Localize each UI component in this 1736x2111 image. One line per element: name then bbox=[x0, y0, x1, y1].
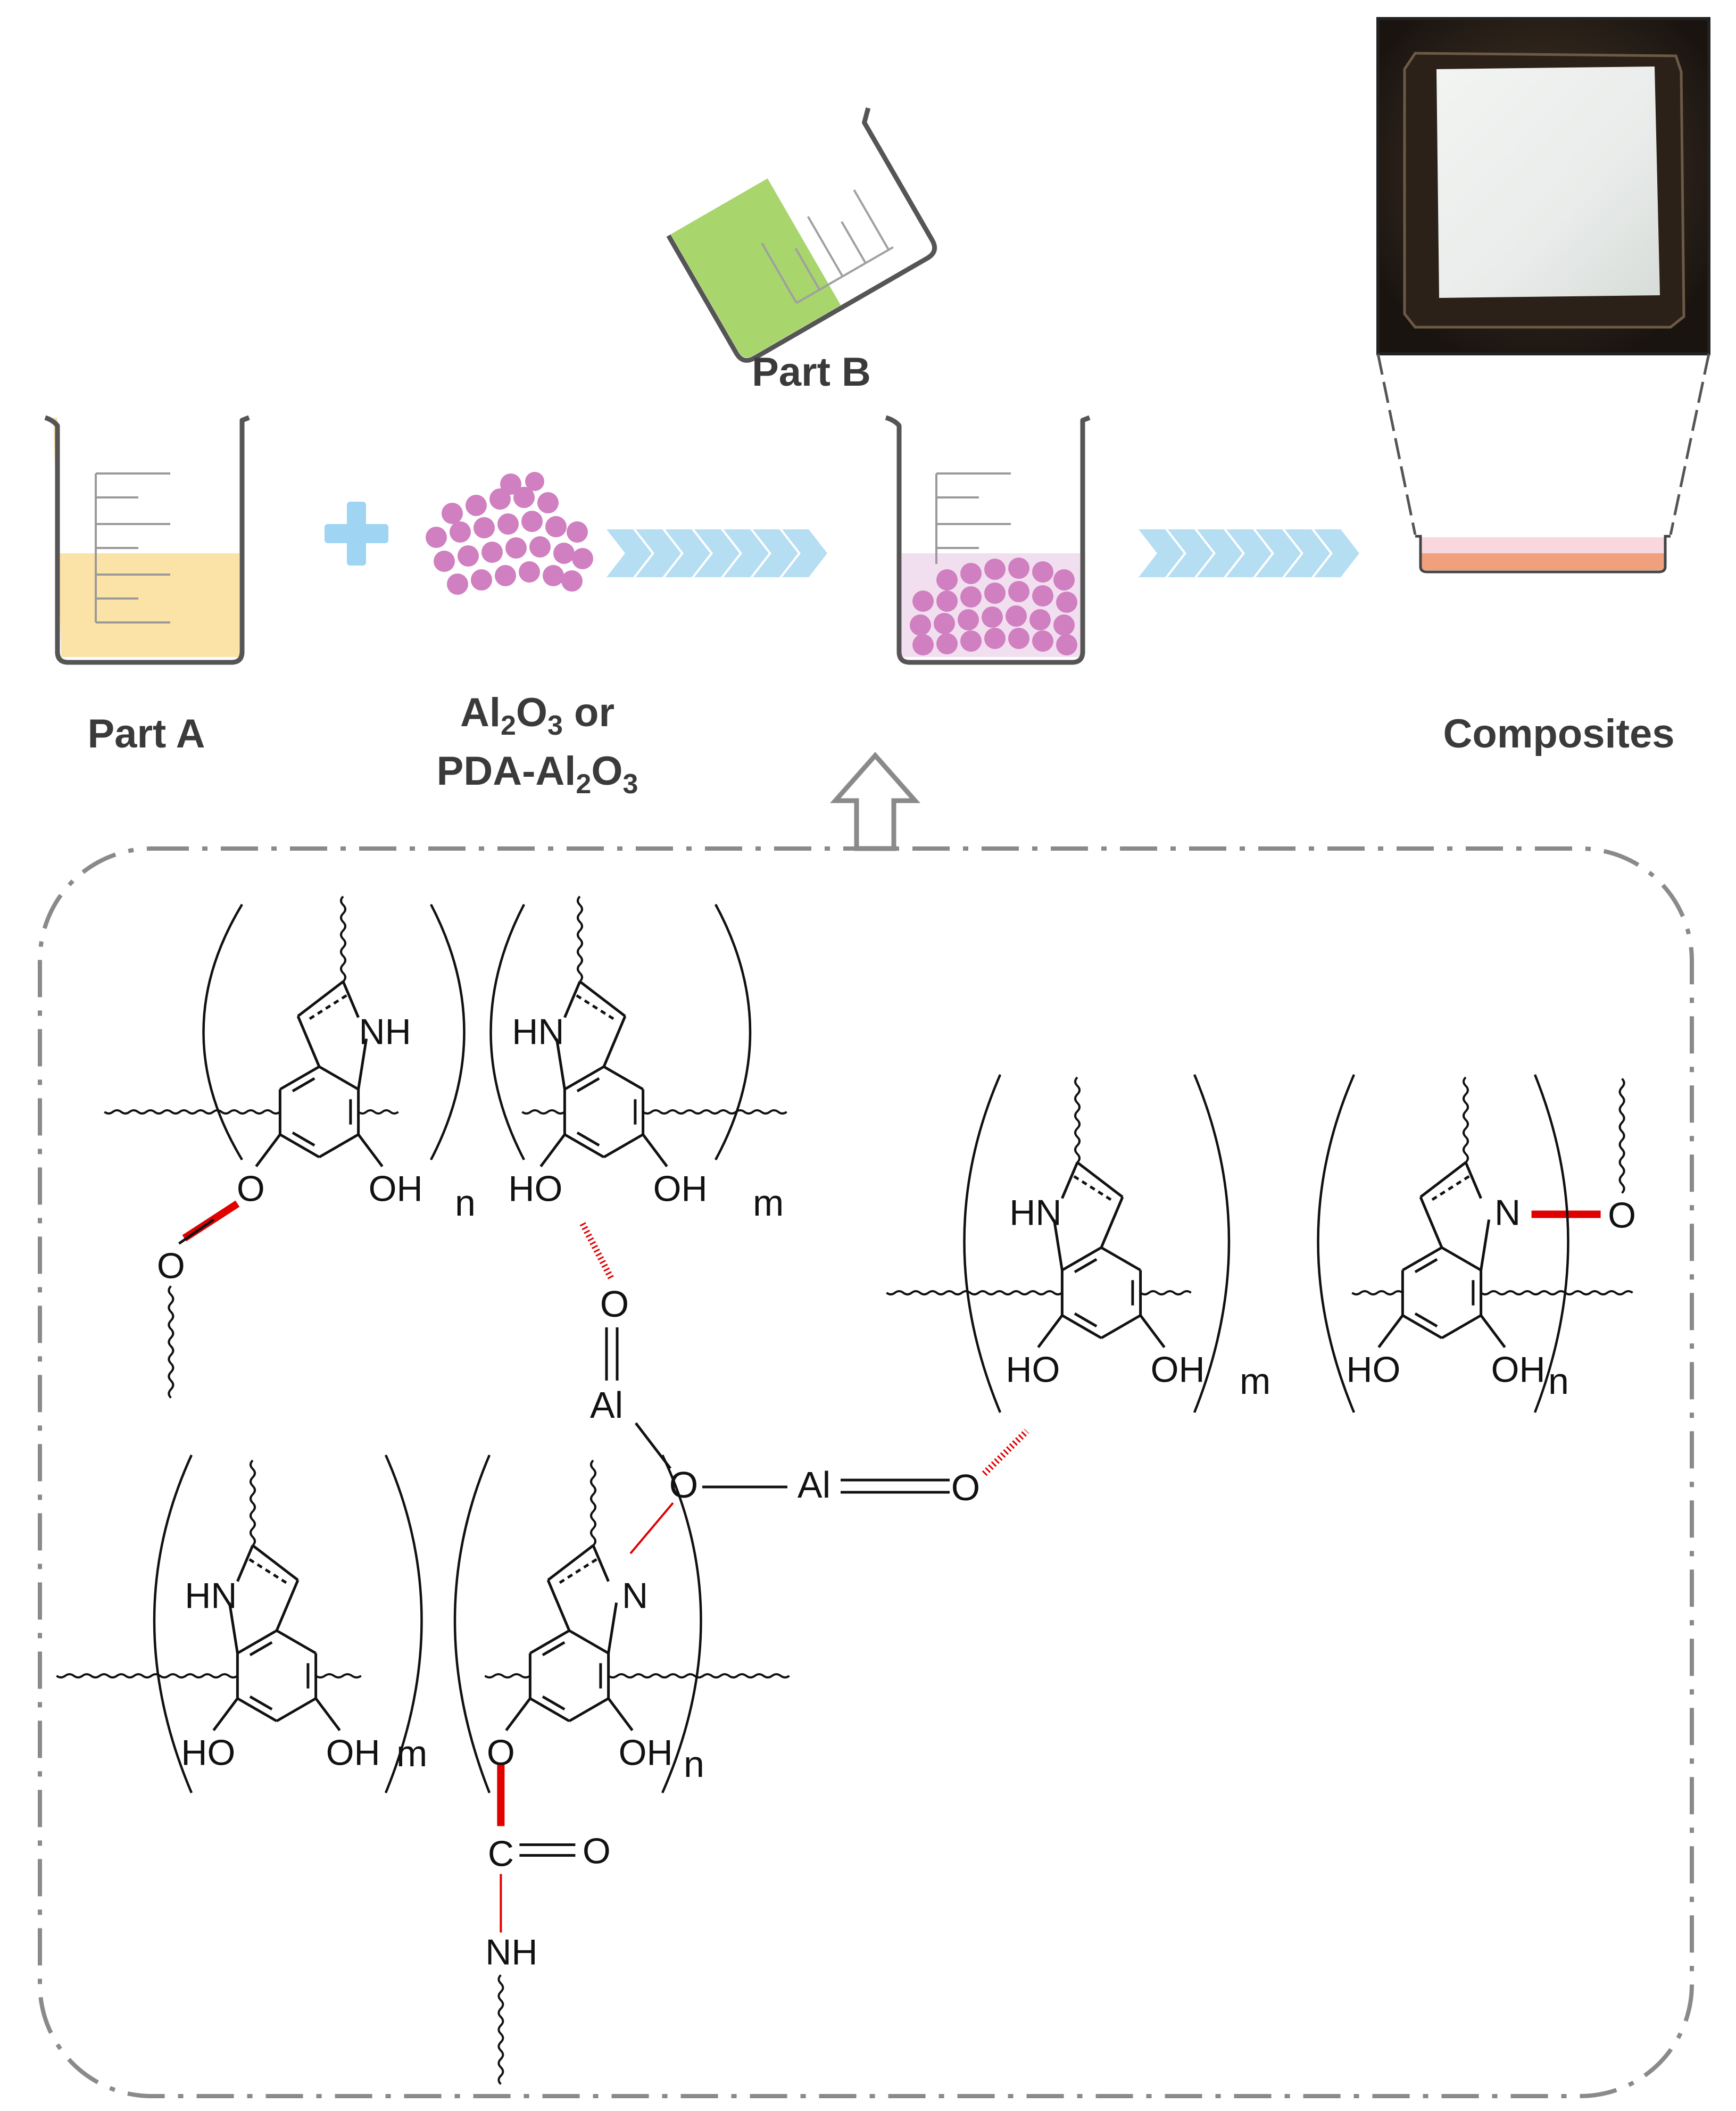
sub-m: m bbox=[396, 1733, 427, 1774]
beaker-part-b bbox=[666, 107, 937, 363]
hydroxyl: OH bbox=[369, 1169, 423, 1209]
sub-n: n bbox=[455, 1182, 476, 1224]
mechanism-frame bbox=[38, 846, 1694, 2098]
sub-m: m bbox=[753, 1182, 784, 1224]
zoom-lines bbox=[1376, 353, 1710, 535]
atom-nh: NH bbox=[485, 1932, 537, 1973]
chevron-arrow-icon bbox=[1139, 529, 1359, 577]
hydroxyl: OH bbox=[1151, 1350, 1205, 1390]
beaker-part-a bbox=[44, 415, 250, 665]
atom-n: N bbox=[622, 1576, 648, 1616]
hydroxyl: OH bbox=[653, 1169, 708, 1209]
atom-c: C bbox=[488, 1834, 514, 1874]
plus-icon bbox=[325, 502, 388, 566]
atom-o: O bbox=[669, 1464, 698, 1506]
chevron-arrow-icon bbox=[607, 529, 827, 577]
composite-film-icon bbox=[1415, 535, 1671, 574]
atom-o: O bbox=[600, 1283, 629, 1325]
atom-al: Al bbox=[590, 1384, 623, 1426]
particle-cluster-icon bbox=[426, 472, 593, 595]
indole-repeat-unit bbox=[212, 1544, 341, 1731]
hydroxyl: HO bbox=[181, 1733, 235, 1773]
part-b-label: Part B bbox=[752, 350, 871, 395]
atom-n: N bbox=[1494, 1193, 1521, 1233]
al-oxide-network: O Al O Al O bbox=[579, 1222, 1029, 1555]
atom-o: O bbox=[1608, 1195, 1636, 1236]
atom-o: O bbox=[157, 1246, 185, 1286]
atom-n: NH bbox=[359, 1012, 411, 1052]
filler-label: Al2O3 or PDA-Al2O3 bbox=[437, 690, 638, 800]
composites-label: Composites bbox=[1443, 711, 1675, 757]
atom-n: HN bbox=[1009, 1193, 1061, 1233]
atom-n: HN bbox=[512, 1012, 564, 1052]
hydroxyl: HO bbox=[1346, 1350, 1400, 1390]
hydroxyl: HO bbox=[508, 1169, 562, 1209]
atom-n: HN bbox=[185, 1576, 237, 1616]
repeat-subscripts: n m m n m n bbox=[396, 1182, 1569, 1785]
hydroxyl: HO bbox=[1006, 1350, 1060, 1390]
atom-al: Al bbox=[798, 1464, 830, 1506]
atom-o: O bbox=[237, 1169, 265, 1209]
atom-o: O bbox=[583, 1831, 611, 1872]
sub-m: m bbox=[1240, 1360, 1270, 1402]
sub-n: n bbox=[1548, 1360, 1569, 1402]
photo-inset bbox=[1376, 17, 1710, 355]
hydroxyl: OH bbox=[619, 1733, 673, 1773]
polymer-brackets bbox=[153, 903, 1569, 1793]
hydroxyl: OH bbox=[1491, 1350, 1546, 1390]
indole-repeat-unit bbox=[539, 980, 668, 1167]
svg-text:Al2O3 or: Al2O3 or bbox=[460, 690, 614, 741]
beaker-mixture bbox=[885, 415, 1091, 665]
atom-o: O bbox=[951, 1467, 980, 1508]
part-b-liquid bbox=[670, 178, 841, 358]
indole-repeat-unit bbox=[505, 1544, 634, 1731]
hollow-up-arrow-icon bbox=[830, 752, 920, 851]
indole-repeat-unit bbox=[1037, 1161, 1166, 1348]
sub-n: n bbox=[684, 1743, 704, 1785]
indole-repeat-unit bbox=[1377, 1161, 1506, 1348]
hydroxyl: OH bbox=[326, 1733, 380, 1773]
part-a-label: Part A bbox=[87, 711, 205, 757]
svg-text:PDA-Al2O3: PDA-Al2O3 bbox=[437, 749, 638, 800]
indole-repeat-unit bbox=[255, 980, 384, 1167]
